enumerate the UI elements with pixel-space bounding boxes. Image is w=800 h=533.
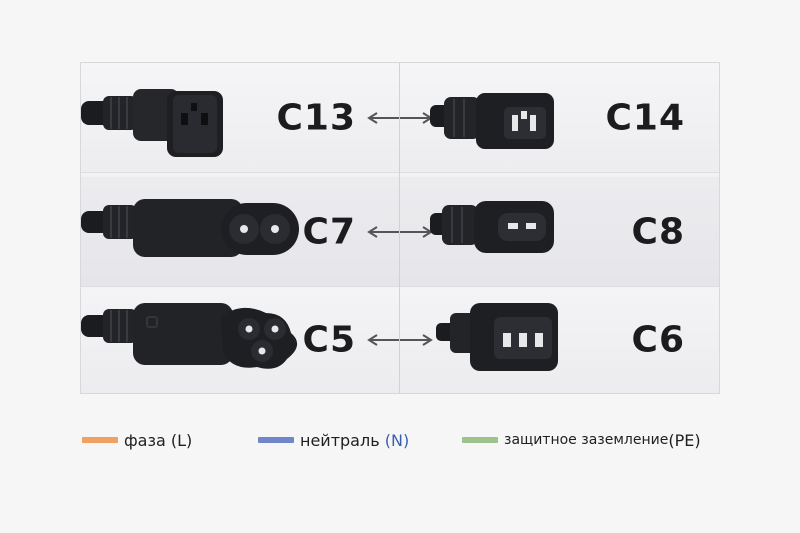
connector-label-c14: C14 — [605, 97, 685, 138]
legend-item-phase: фаза (L) — [82, 428, 192, 452]
legend-swatch-neutral — [258, 437, 294, 443]
connector-label-c7: C7 — [302, 211, 356, 252]
connector-cell-c13: C13 — [81, 63, 433, 172]
legend-text-ground: защитное заземление — [504, 432, 669, 448]
connector-row-c13-c14: C13 C14 — [81, 63, 719, 173]
legend-code-neutral: (N) — [384, 430, 410, 450]
legend: фаза (L) нейтраль (N) защитное заземлени… — [0, 428, 800, 452]
legend-code-ground: (PE) — [668, 430, 701, 450]
c6-connector-icon — [436, 303, 558, 371]
connector-row-c7-c8: C7 C8 — [81, 177, 719, 287]
connector-label-c5: C5 — [302, 319, 356, 361]
connector-cell-c8: C8 — [400, 177, 719, 286]
connector-label-c8: C8 — [631, 211, 685, 252]
connector-cell-c7: C7 — [81, 177, 433, 286]
legend-item-neutral: нейтраль (N) — [258, 428, 409, 452]
connector-row-c5-c6: C5 C6 — [81, 287, 719, 393]
legend-text-neutral: нейтраль — [300, 430, 380, 450]
connector-grid: C13 C14 — [80, 62, 720, 394]
c13-connector-icon — [81, 89, 223, 157]
legend-code-phase: (L) — [170, 430, 193, 450]
legend-text-phase: фаза — [124, 430, 166, 450]
legend-swatch-phase — [82, 437, 118, 443]
c14-connector-icon — [430, 93, 554, 149]
connector-cell-c5: C5 — [81, 287, 433, 393]
connector-label-c6: C6 — [631, 319, 685, 361]
legend-item-ground: защитное заземление (PE) — [462, 428, 701, 452]
c5-connector-icon — [81, 303, 298, 369]
connector-label-c13: C13 — [276, 97, 356, 138]
c8-connector-icon — [430, 201, 554, 253]
connector-cell-c6: C6 — [400, 287, 719, 393]
legend-swatch-ground — [462, 437, 498, 443]
c7-connector-icon — [81, 199, 299, 257]
connector-cell-c14: C14 — [400, 63, 719, 172]
column-divider — [399, 63, 400, 393]
double-arrow-icon — [367, 334, 433, 346]
